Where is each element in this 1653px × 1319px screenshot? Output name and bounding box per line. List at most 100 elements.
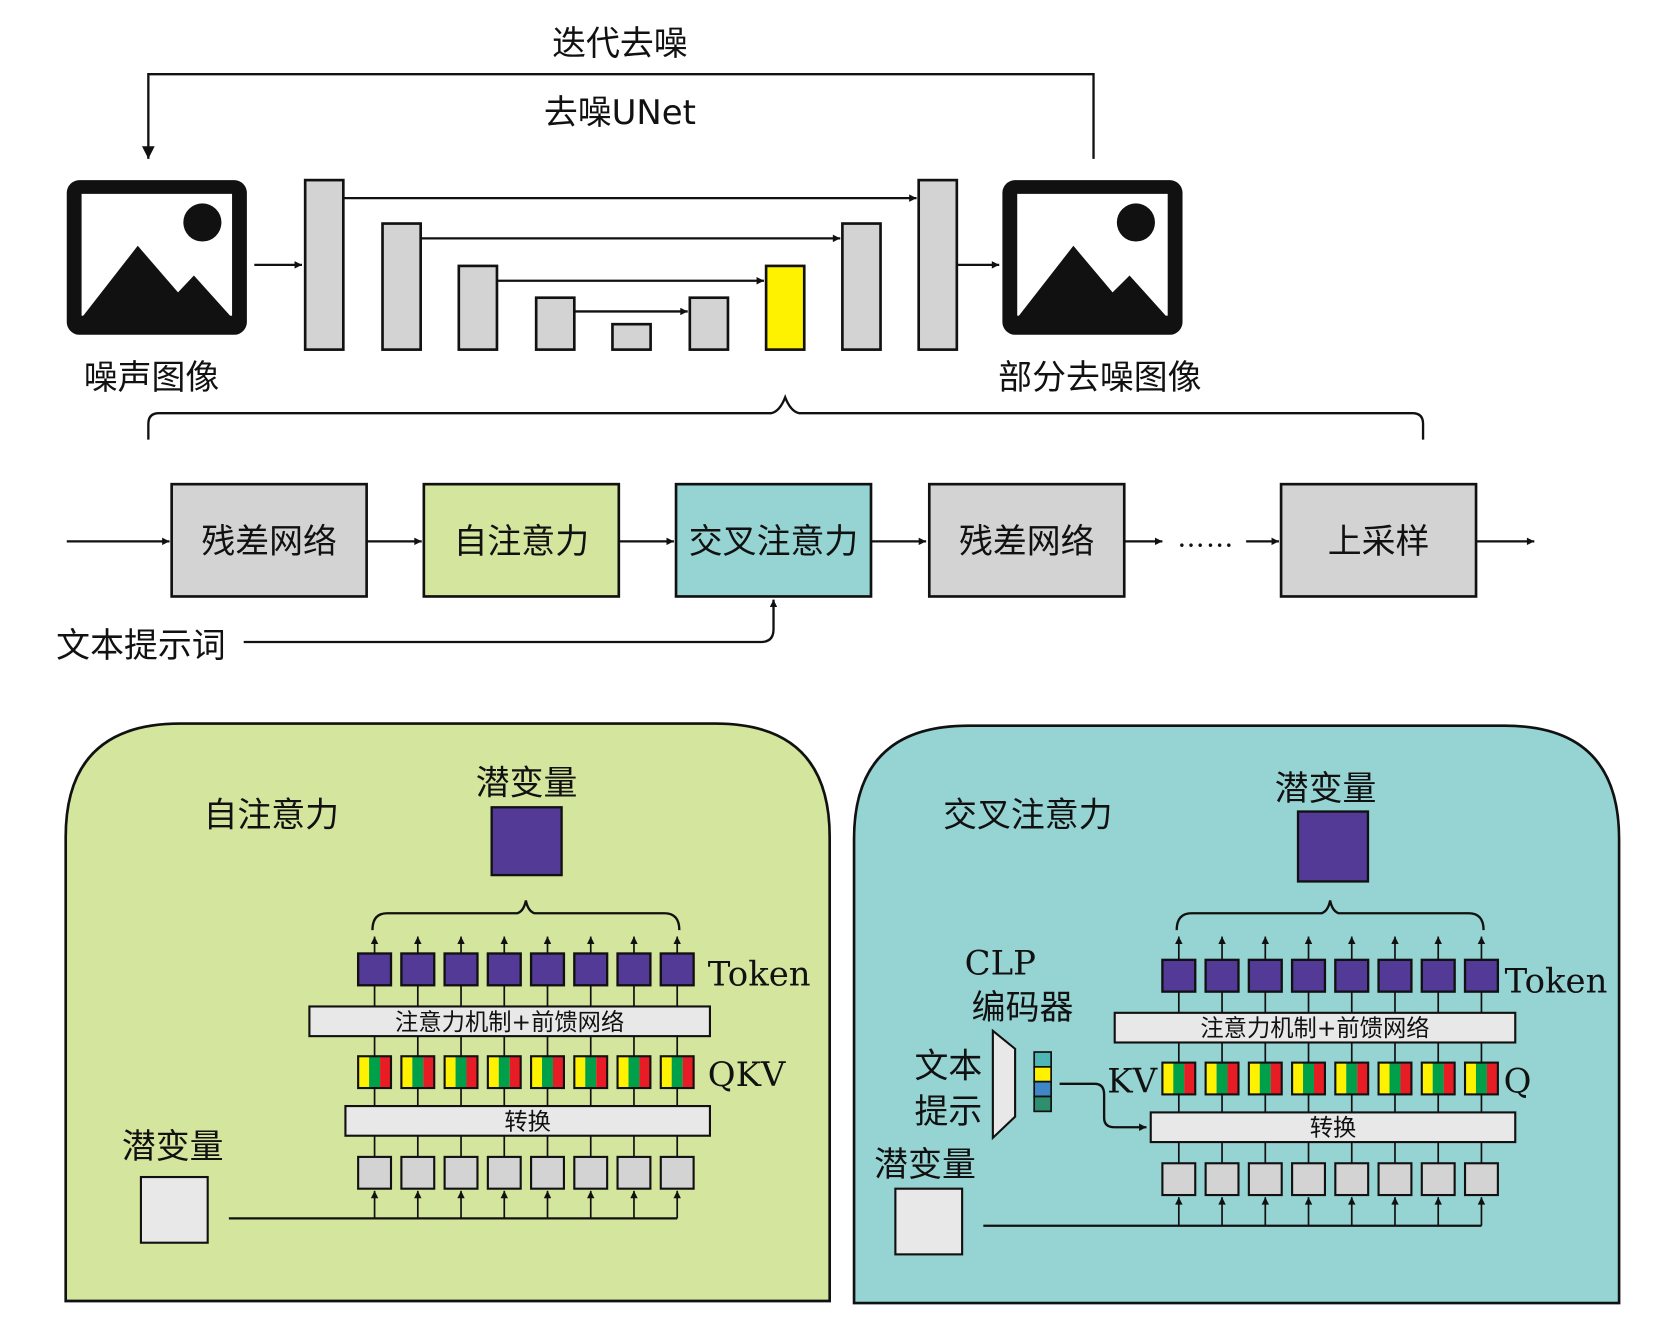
partially-denoised-image-label: 部分去噪图像 xyxy=(998,358,1201,397)
token-label: Token xyxy=(1505,962,1608,1001)
v-segment xyxy=(1443,1062,1455,1095)
v-segment xyxy=(380,1056,391,1089)
token-brace xyxy=(1175,900,1485,931)
input-token xyxy=(1161,1162,1197,1197)
loop-arrow xyxy=(141,72,1095,159)
noise-image-icon xyxy=(66,180,247,335)
q-segment xyxy=(1292,1062,1304,1095)
k-segment xyxy=(1259,1062,1271,1095)
embedding-cell xyxy=(1033,1051,1052,1068)
latent-input-label: 潜变量 xyxy=(122,1127,224,1166)
v-segment xyxy=(466,1056,478,1089)
embedding-cell xyxy=(1033,1095,1052,1113)
expansion-brace xyxy=(147,394,1425,440)
clp-encoder-label-line1: CLP xyxy=(965,944,1036,983)
block-upsample-label: 上采样 xyxy=(1328,522,1430,561)
q-segment xyxy=(1465,1062,1476,1095)
v-segment xyxy=(1270,1062,1282,1095)
output-token xyxy=(1463,958,1500,993)
input-token xyxy=(659,1155,695,1190)
input-token xyxy=(530,1155,565,1190)
v-segment xyxy=(639,1056,651,1089)
unet-decoder-bar-1 xyxy=(917,178,959,351)
output-token xyxy=(1334,958,1370,993)
q-segment xyxy=(444,1056,456,1089)
latent-input-label: 潜变量 xyxy=(874,1145,976,1184)
q-segment xyxy=(358,1056,370,1089)
input-token xyxy=(443,1155,479,1190)
k-segment xyxy=(369,1056,381,1089)
text-prompt-line2: 提示 xyxy=(914,1092,982,1131)
transform-layer-label: 转换 xyxy=(504,1108,551,1135)
v-segment xyxy=(1184,1062,1196,1095)
block-residual-2 xyxy=(927,482,1126,598)
block-self-attention-label: 自注意力 xyxy=(454,522,590,561)
q-segment xyxy=(574,1056,586,1089)
unet-encoder-bar-2 xyxy=(381,222,422,351)
attention-ffn-layer xyxy=(308,1005,712,1038)
clp-encoder-shape xyxy=(991,1028,1017,1141)
block-residual-1 xyxy=(170,482,368,598)
block-self-attention xyxy=(422,482,621,598)
k-segment xyxy=(1303,1062,1314,1095)
latent-output-block xyxy=(1296,810,1370,883)
embedding-to-transform-arrow xyxy=(1059,1082,1147,1131)
noise-image-label: 噪声图像 xyxy=(84,358,220,397)
latent-input-block xyxy=(139,1175,209,1244)
q-segment xyxy=(1378,1062,1390,1095)
partially-denoised-image-icon xyxy=(1002,180,1183,335)
input-token xyxy=(486,1155,522,1190)
unet-encoder-bar-3 xyxy=(457,264,499,351)
v-segment xyxy=(423,1056,435,1089)
clp-encoder-label-line2: 编码器 xyxy=(972,988,1074,1027)
v-segment xyxy=(1400,1062,1412,1095)
unet-encoder-bar-1 xyxy=(303,178,345,351)
v-segment xyxy=(1227,1062,1239,1095)
input-token xyxy=(1204,1162,1240,1197)
q-segment xyxy=(531,1056,543,1089)
attention-ffn-layer-label: 注意力机制+前馈网络 xyxy=(395,1009,624,1036)
unet-label: 去噪UNet xyxy=(544,93,696,132)
q-segment xyxy=(617,1056,629,1089)
k-segment xyxy=(1173,1062,1185,1095)
q-segment xyxy=(487,1056,499,1089)
iterative-denoising-loop: 迭代去噪 去噪UNet xyxy=(141,24,1095,159)
k-segment xyxy=(585,1056,597,1089)
unet-diagram xyxy=(254,178,1000,351)
unet-decoder-bar-3-highlighted xyxy=(764,264,806,351)
k-segment xyxy=(1475,1062,1487,1095)
v-segment xyxy=(1486,1062,1498,1095)
output-token xyxy=(356,952,393,987)
v-segment xyxy=(1357,1062,1369,1095)
output-token xyxy=(529,952,566,987)
output-token xyxy=(573,952,609,987)
v-segment xyxy=(552,1056,564,1089)
input-token xyxy=(1247,1162,1283,1197)
text-prompt-line1: 文本 xyxy=(914,1046,982,1085)
output-token xyxy=(400,952,436,987)
v-segment xyxy=(509,1056,521,1089)
transform-layer-label: 转换 xyxy=(1310,1115,1357,1142)
k-segment xyxy=(1432,1062,1444,1095)
k-segment xyxy=(412,1056,424,1089)
kv-label: KV xyxy=(1107,1061,1157,1100)
attention-ffn-layer-label: 注意力机制+前馈网络 xyxy=(1200,1015,1429,1042)
token-brace xyxy=(371,900,681,931)
input-token xyxy=(616,1155,652,1190)
self-attention-title: 自注意力 xyxy=(203,795,339,834)
input-token xyxy=(573,1155,609,1190)
v-segment xyxy=(596,1056,608,1089)
unet-decoder-bar-4 xyxy=(688,296,730,351)
text-embedding-vector xyxy=(1033,1051,1052,1113)
output-token xyxy=(1161,958,1197,993)
output-token xyxy=(486,952,522,987)
transform-layer xyxy=(344,1104,712,1137)
q-segment xyxy=(1421,1062,1433,1095)
k-segment xyxy=(1346,1062,1358,1095)
input-token xyxy=(1334,1162,1370,1197)
input-token xyxy=(400,1155,436,1190)
